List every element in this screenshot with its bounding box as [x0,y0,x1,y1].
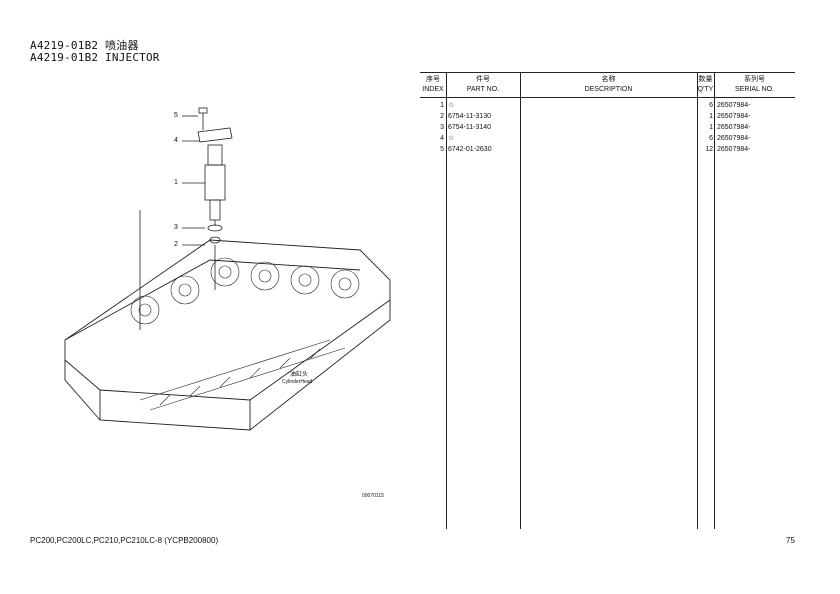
figure-code: 00070115 [362,493,384,499]
row-serial: 26507984- [717,113,751,120]
callout-4: 4 [174,137,178,144]
row-part-no: ☆ [448,102,455,109]
callout-1: 1 [174,179,178,186]
row-serial: 26507984- [717,135,751,142]
footer-models: PC200,PC200LC,PC210,PC210LC-8 (YCPB20080… [30,536,219,545]
diagram-label-en: CylinderHead [282,379,313,385]
row-qty: 6 [709,135,713,142]
callout-3: 3 [174,224,178,231]
row-index: 5 [440,146,444,153]
row-qty: 1 [709,124,713,131]
bolt-part [198,107,208,114]
row-qty: 6 [709,102,713,109]
row-qty: 1 [709,113,713,120]
table-row: 36754-11-3140...........................… [420,122,795,133]
injector-part [204,144,226,226]
row-serial: 26507984- [717,146,751,153]
table-row: 56742-01-2630...........................… [420,144,795,155]
cylinder-head [64,239,391,431]
row-qty: 12 [705,146,713,153]
row-index: 2 [440,113,444,120]
row-index: 3 [440,124,444,131]
table-row: 4☆......................................… [420,133,795,144]
page-number: 75 [786,536,795,545]
callout-2: 2 [174,241,178,248]
row-part-no: 6754-11-3130 [448,113,492,120]
callout-5: 5 [174,112,178,119]
row-part-no: 6742-01-2630 [448,146,492,153]
diagram-label-cn: 油缸头 [290,372,309,378]
row-serial: 26507984- [717,102,751,109]
page-title-en: A4219-01B2 INJECTOR [30,51,160,64]
row-part-no: 6754-11-3140 [448,124,492,131]
row-index: 4 [440,135,444,142]
clamp-part [197,127,233,143]
row-part-no: ☆ [448,135,455,142]
row-index: 1 [440,102,444,109]
table-row: 26754-11-3130...........................… [420,111,795,122]
exploded-diagram [64,107,391,431]
row-serial: 26507984- [717,124,751,131]
gasket-part [207,224,223,232]
table-row: 1☆......................................… [420,100,795,111]
page-title-cn: A4219-01B2 喷油器 [30,39,139,52]
